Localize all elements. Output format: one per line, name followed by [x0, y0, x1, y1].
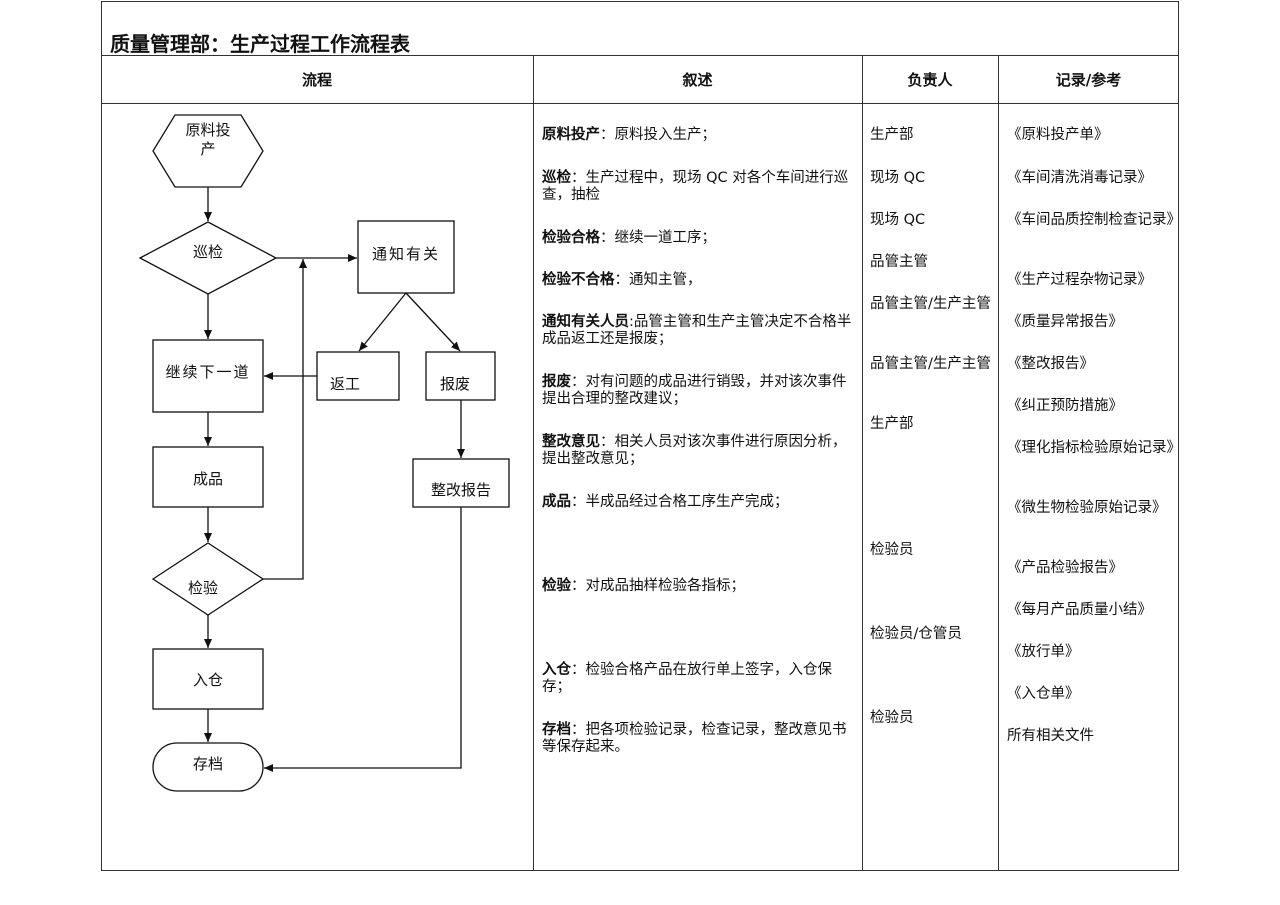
warehouse-box — [152, 648, 264, 710]
arrow-report-to-archive — [264, 507, 462, 772]
narrative-item: 检验不合格：通知主管， — [542, 272, 702, 288]
narrative-item: 检验：对成品抽样检验各指标； — [542, 578, 745, 594]
owner-item: 现场 QC — [870, 170, 926, 186]
record-item: 《理化指标检验原始记录》 — [1007, 440, 1181, 456]
continue-box — [152, 339, 264, 413]
narrative-item: 原料投产：原料投入生产； — [542, 127, 716, 143]
patrol-label: 巡检 — [193, 243, 223, 261]
record-item: 《整改报告》 — [1007, 356, 1094, 372]
header-owner: 负责人 — [907, 70, 953, 89]
start-label-line1: 原料投 — [185, 121, 230, 139]
owner-item: 品管主管 — [870, 254, 928, 270]
record-item: 《入仓单》 — [1007, 686, 1080, 702]
scrap-box — [425, 351, 496, 401]
column-divider-1 — [533, 55, 534, 871]
arrow-notify-to-rework — [358, 292, 407, 352]
owner-item: 品管主管/生产主管 — [870, 296, 991, 312]
report-box — [412, 458, 510, 508]
notify-label: 通知有关 — [372, 245, 440, 263]
header-bottom-divider — [101, 103, 1179, 104]
record-item: 《产品检验报告》 — [1007, 560, 1123, 576]
start-hexagon — [152, 114, 264, 188]
inspect-label: 检验 — [188, 579, 218, 597]
record-item: 《微生物检验原始记录》 — [1007, 500, 1167, 516]
record-item: 《原料投产单》 — [1007, 127, 1109, 143]
narrative-item: 入仓：检验合格产品在放行单上签字，入仓保存； — [542, 662, 832, 695]
record-item: 《每月产品质量小结》 — [1007, 602, 1152, 618]
warehouse-label: 入仓 — [193, 671, 223, 689]
archive-label: 存档 — [193, 755, 223, 773]
column-divider-2 — [862, 55, 863, 871]
narrative-item: 成品：半成品经过合格工序生产完成； — [542, 494, 789, 510]
owner-item: 检验员 — [870, 542, 914, 558]
record-item: 《纠正预防措施》 — [1007, 398, 1123, 414]
report-label: 整改报告 — [431, 481, 491, 499]
record-item: 《质量异常报告》 — [1007, 314, 1123, 330]
header-narrative: 叙述 — [682, 70, 713, 89]
start-label-line2: 产 — [200, 140, 215, 158]
record-item: 《放行单》 — [1007, 644, 1080, 660]
narrative-item: 巡检：生产过程中，现场 QC 对各个车间进行巡查，抽检 — [542, 170, 849, 203]
owner-item: 生产部 — [870, 416, 914, 432]
arrow-notify-to-scrap — [405, 292, 461, 352]
narrative-item: 通知有关人员:品管主管和生产主管决定不合格半成品返工还是报废； — [542, 314, 852, 347]
arrow-inspect-loop-to-patrol — [263, 259, 307, 580]
header-flow: 流程 — [301, 70, 332, 89]
rework-label: 返工 — [330, 375, 360, 393]
archive-terminal — [152, 742, 264, 792]
table-frame — [101, 1, 1179, 871]
narrative-item: 存档：把各项检验记录，检查记录，整改意见书等保存起来。 — [542, 722, 847, 755]
narrative-item: 检验合格：继续一道工序； — [542, 230, 716, 246]
owner-item: 检验员 — [870, 710, 914, 726]
header-top-divider — [101, 55, 1179, 56]
owner-item: 品管主管/生产主管 — [870, 356, 991, 372]
record-item: 《生产过程杂物记录》 — [1007, 272, 1152, 288]
record-item: 《车间品质控制检查记录》 — [1007, 212, 1181, 228]
narrative-item: 报废：对有问题的成品进行销毁，并对该次事件提出合理的整改建议； — [542, 374, 847, 407]
header-records: 记录/参考 — [1055, 70, 1122, 89]
owner-item: 生产部 — [870, 127, 914, 143]
page-title: 质量管理部：生产过程工作流程表 — [110, 32, 410, 56]
narrative-item: 整改意见：相关人员对该次事件进行原因分析，提出整改意见； — [542, 434, 847, 467]
owner-item: 检验员/仓管员 — [870, 626, 962, 642]
rework-box — [316, 351, 400, 401]
owner-item: 现场 QC — [870, 212, 926, 228]
record-item: 《车间清洗消毒记录》 — [1007, 170, 1152, 186]
finished-label: 成品 — [193, 470, 223, 488]
record-item: 所有相关文件 — [1007, 728, 1094, 744]
finished-box — [152, 446, 264, 508]
column-divider-3 — [998, 55, 999, 871]
notify-box — [357, 220, 455, 294]
continue-label: 继续下一道 — [165, 363, 250, 381]
scrap-label: 报废 — [440, 375, 470, 393]
